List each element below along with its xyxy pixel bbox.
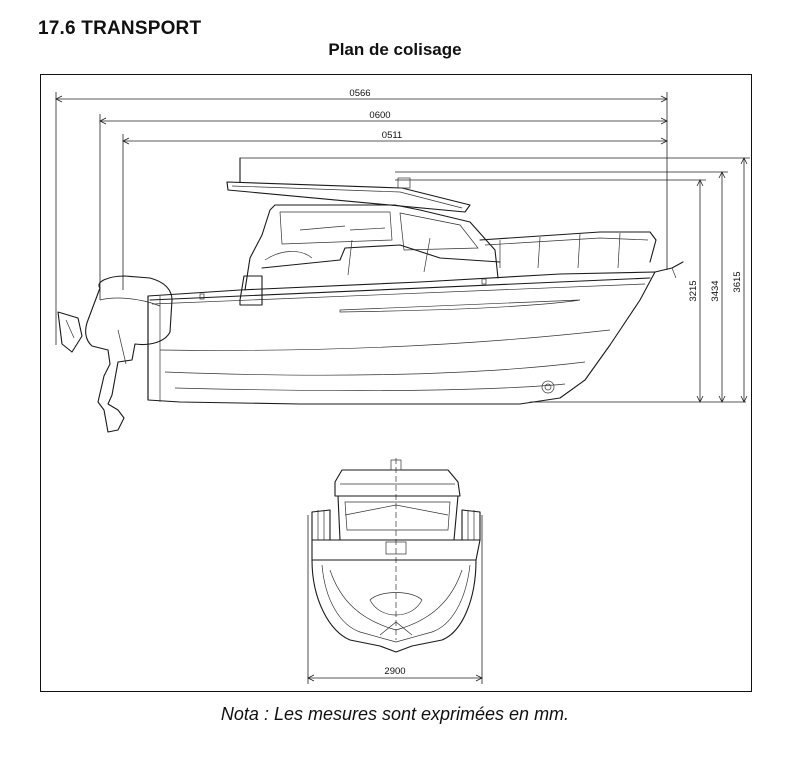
boat-side-view [57,157,684,433]
dim-label-3434: 3434 [710,280,721,301]
dimension-length-hull: 0511 [122,130,668,290]
dim-label-0566: 0566 [349,88,370,99]
dimension-length-mid: 0600 [99,110,668,300]
dimension-height-1: 3215 [395,179,746,403]
plan-title: Plan de colisage [328,40,462,59]
drawing-frame [40,74,752,692]
measurement-note: Nota : Les mesures sont exprimées en mm. [220,704,570,724]
dim-label-2900: 2900 [384,666,405,677]
dim-label-3215: 3215 [688,280,699,301]
dimension-length-overall: 0566 [55,88,668,345]
dim-label-0511: 0511 [382,130,402,141]
section-title: 17.6 TRANSPORT [38,18,202,39]
boat-front-view: 2900 [307,458,483,684]
dimension-height-2: 3434 [395,171,728,403]
dim-label-0600: 0600 [369,110,390,121]
dimension-height-3: 3615 [240,157,750,403]
dim-label-3615: 3615 [732,271,743,292]
